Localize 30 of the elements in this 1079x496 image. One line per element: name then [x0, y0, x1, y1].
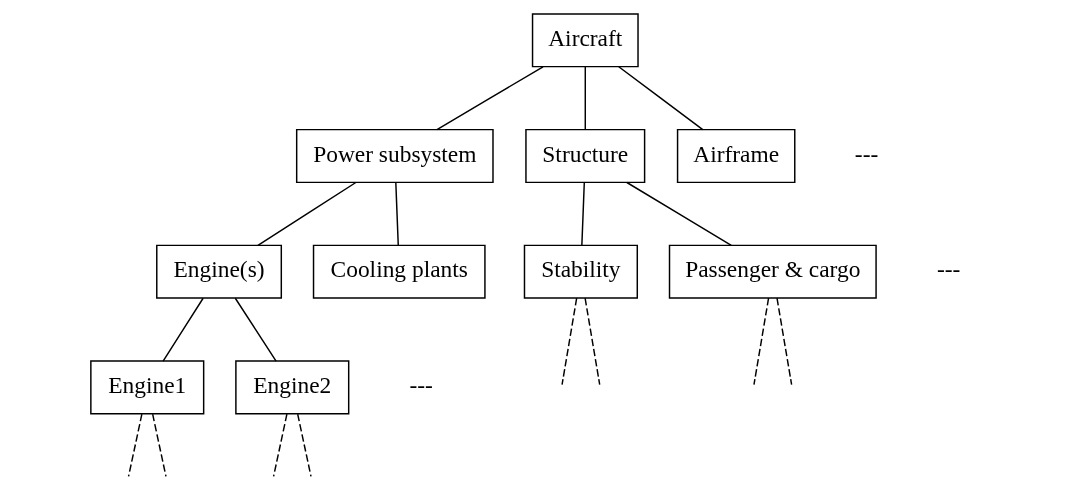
node-box: Passenger & cargo — [668, 244, 877, 299]
connector — [272, 413, 288, 478]
label: --- — [854, 140, 879, 167]
node-box: Structure — [525, 128, 646, 184]
node-box: Aircraft — [531, 13, 639, 68]
connector — [395, 181, 399, 247]
node-box: Power subsystem — [295, 128, 494, 184]
connector — [162, 297, 204, 362]
connector — [584, 66, 586, 131]
connector — [151, 413, 167, 478]
node-box: Stability — [523, 244, 638, 299]
connector — [581, 181, 586, 247]
connector — [584, 297, 601, 386]
connector — [436, 66, 544, 131]
node-box: Engine1 — [90, 360, 205, 415]
connector — [626, 181, 732, 247]
connector — [561, 297, 578, 386]
label: --- — [409, 372, 433, 399]
node-box: Airframe — [676, 128, 796, 184]
connector — [257, 181, 357, 247]
node-box: Cooling plants — [312, 244, 486, 299]
connector — [296, 413, 312, 478]
connector — [234, 297, 277, 362]
label: --- — [936, 256, 961, 283]
node-box: Engine2 — [235, 360, 350, 415]
connector — [753, 297, 770, 386]
connector — [127, 413, 143, 478]
node-box: Engine(s) — [156, 244, 283, 299]
connector — [776, 297, 793, 386]
connector — [618, 66, 704, 131]
